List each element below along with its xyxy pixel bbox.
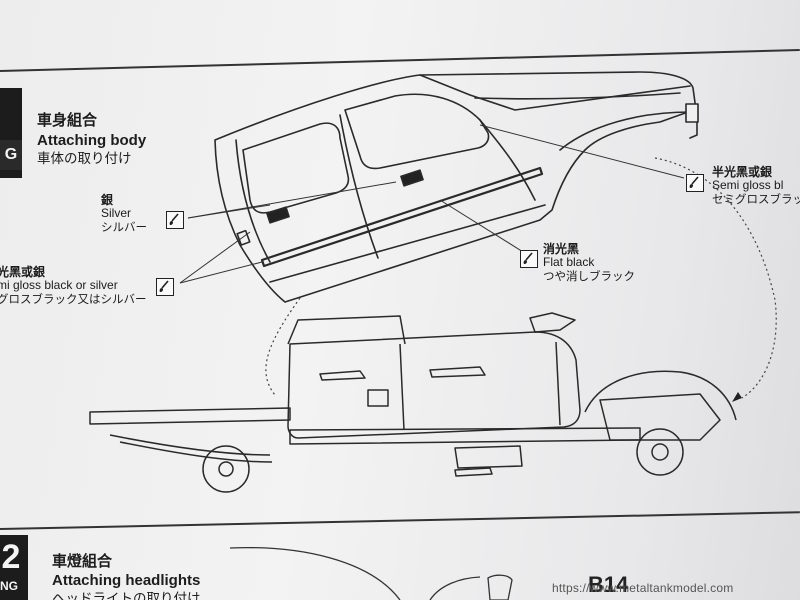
rear-wheel-hub [218,461,234,477]
arrow-icon [732,392,742,402]
callout-semi-or-silver-cn: 光黑或銀 [0,265,46,279]
step2-number: 2 [1,538,21,576]
front-door-line [479,119,536,201]
callout-semi-gloss-cn: 半光黑或銀 [712,165,773,179]
step2-title-cn: 車燈組合 [52,552,113,570]
front-wheel [636,428,684,476]
step2-title-en: Attaching headlights [52,571,201,589]
bed-panel-3 [367,389,389,407]
center-pillar [339,114,379,259]
callout-flat-black-cn: 消光黑 [543,242,580,256]
step2-part-label: B14 [588,572,629,597]
bed-divider-2 [555,341,561,426]
rear-wheel [202,445,250,493]
rocker-line [269,204,546,283]
step2-headlight [487,574,513,600]
car-body-outline [214,71,697,303]
leader-semi-gloss [479,124,685,179]
side-trim [260,166,544,268]
leader-semi-or-silver-2 [179,261,263,284]
leader-flat-black [439,199,529,256]
bed-panel-2 [429,366,486,378]
frame-rail [89,407,291,425]
paintbrush-icon [686,174,704,192]
callout-flat-black: 消光黑 Flat black つや消しブラック [543,242,635,283]
side-mirror [685,103,699,123]
callout-semi-gloss-en: Semi gloss bl [712,178,784,193]
step1-title-en: Attaching body [37,131,147,149]
callout-semi-gloss: 半光黑或銀 Semi gloss bl セミグロスブラッ [712,165,800,206]
callout-semi-or-silver-jp: グロスブラック又はシルバー [0,291,147,306]
step2-body-line [429,576,481,600]
step2-title-jp: ヘッドライトの取り付け [52,590,201,600]
front-door-handle [400,169,424,187]
rear-door-handle [266,206,290,224]
callout-semi-gloss-jp: セミグロスブラッ [712,191,800,206]
step1-tab-letter: G [4,146,18,163]
step2-tab: 2 NG [0,535,28,600]
callout-silver-jp: シルバー [101,219,147,234]
rear-spring-2 [119,441,273,463]
bed-rail [529,312,576,333]
step2-tab-letter: NG [0,579,18,593]
car-hood-line [474,92,681,100]
callout-flat-black-en: Flat black [543,255,595,270]
callout-silver-en: Silver [101,206,132,221]
step1-tab-letter-box: G [0,140,22,170]
bed-panel-1 [319,370,366,381]
paintbrush-icon [520,250,538,268]
paintbrush-icon [166,211,184,229]
watermark-url: https://www.metaltankmodel.com [552,581,734,595]
chassis-drawing [89,312,737,493]
leader-silver-2 [187,181,397,219]
step1-title-jp: 車体の取り付け [37,150,132,167]
callout-semi-or-silver-en: mi gloss black or silver [0,278,118,293]
cab-support [287,315,406,345]
leader-lines [179,124,685,284]
paintbrush-icon [156,278,174,296]
callout-silver-cn: 銀 [101,193,114,207]
front-fender-arch [584,370,737,421]
step2-title: 車燈組合 Attaching headlights ヘッドライトの取り付け [52,552,201,600]
step2-fender-curve [229,546,401,600]
leader-semi-or-silver-1 [179,231,251,284]
rear-window [242,122,350,214]
callout-semi-or-silver: 光黑或銀 mi gloss black or silver グロスブラック又はシ… [0,265,147,306]
step1-title-cn: 車身組合 [37,111,98,129]
step2-drawing [229,546,513,600]
front-window [344,93,490,170]
callout-flat-black-jp: つや消しブラック [543,268,635,283]
engine-block [599,393,721,441]
step-plate [454,467,493,477]
cargo-bed [287,331,581,439]
exhaust [454,445,523,469]
assembly-guides [265,157,777,399]
callout-silver: 銀 Silver シルバー [101,193,147,234]
front-fender [559,111,698,151]
guide-rear [265,297,301,396]
bed-divider [399,343,405,431]
front-wheel-hub [651,443,669,461]
step1-title: 車身組合 Attaching body 車体の取り付け [37,111,147,167]
rear-spring [109,434,271,456]
